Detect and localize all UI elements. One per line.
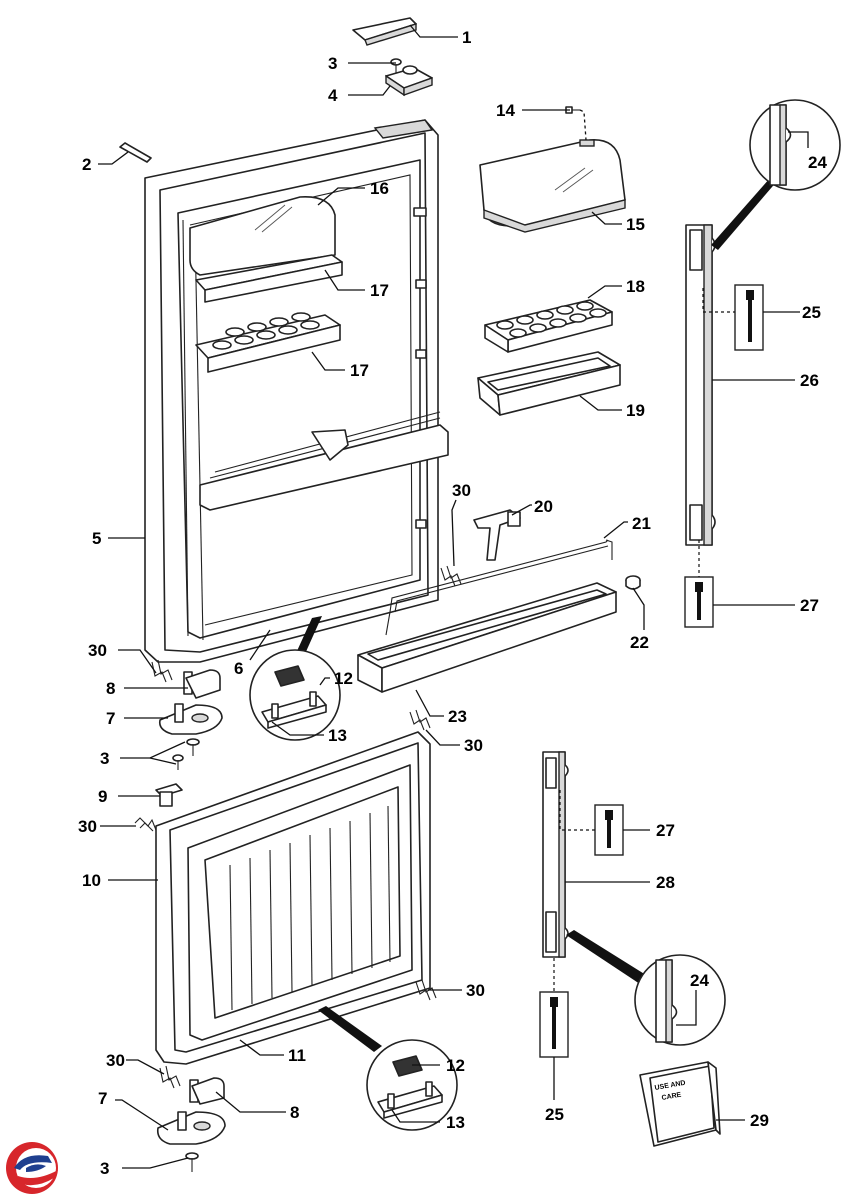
zoom-detail-lower [318, 1006, 458, 1131]
part-30-clip-b [134, 817, 157, 832]
part-17-egg-shelf [195, 312, 341, 373]
callout-11: 11 [288, 1046, 306, 1065]
zoom-detail-upper [249, 616, 341, 741]
callout-27-upper: 27 [800, 596, 819, 615]
callout-21: 21 [632, 514, 651, 533]
part-30-clip-f [159, 1065, 181, 1089]
callout-15: 15 [626, 215, 645, 234]
callout-25-lower: 25 [545, 1105, 564, 1124]
callout-2: 2 [82, 155, 91, 174]
callout-30-upper-left: 30 [88, 641, 107, 660]
part-27-screw-upper [684, 576, 714, 628]
callout-30-freezer-right: 30 [466, 981, 485, 1000]
callout-14: 14 [496, 101, 515, 120]
callout-13-lower: 13 [446, 1113, 465, 1132]
callout-26: 26 [800, 371, 819, 390]
part-10-freezer-door [155, 731, 431, 1065]
callout-4: 4 [328, 86, 338, 105]
callout-13-upper: 13 [328, 726, 347, 745]
part-19-door-shelf [477, 351, 621, 416]
part-9-middle-hinge [155, 783, 183, 807]
callout-17-upper: 17 [370, 281, 389, 300]
zoom-detail-handle-top [711, 99, 841, 250]
part-23-lower-bin [357, 582, 617, 693]
part-30-clip-c [409, 709, 431, 731]
callout-7-lower: 7 [98, 1089, 107, 1108]
part-7-hinge-lower [156, 1111, 226, 1145]
leader-lines [98, 24, 809, 1169]
brand-logo [6, 1142, 58, 1194]
callout-16: 16 [370, 179, 389, 198]
callout-8-lower: 8 [290, 1103, 299, 1122]
part-2-pin [119, 142, 152, 163]
part-30-clip-e [440, 565, 462, 587]
part-18-egg-tray [484, 299, 613, 353]
callout-30-mid: 30 [452, 481, 471, 500]
part-7-hinge-upper [158, 703, 223, 735]
callout-30-lower-left: 30 [106, 1051, 125, 1070]
callout-17-lower: 17 [350, 361, 369, 380]
part-17-upper-shelf [195, 254, 343, 303]
part-3-screw-lower [185, 1152, 199, 1172]
callout-9: 9 [98, 787, 107, 806]
callout-3-bottom: 3 [100, 1159, 109, 1178]
callout-30-left: 30 [78, 817, 97, 836]
part-4-top-hinge [385, 65, 433, 97]
part-25-screw-lower [539, 991, 569, 1058]
booklet-title-line2: CARE [661, 1092, 682, 1102]
callout-labels: 1 3 4 14 2 24 16 15 18 17 25 17 26 19 30… [78, 28, 827, 1178]
callout-3-top: 3 [328, 54, 337, 73]
part-20-bottle-retainer [473, 509, 521, 561]
callout-3-middle: 3 [100, 749, 109, 768]
callout-8-upper: 8 [106, 679, 115, 698]
part-28-lower-handle [542, 751, 569, 958]
callout-5: 5 [92, 529, 101, 548]
part-15-dairy-compartment [479, 139, 626, 233]
zoom-detail-handle-bottom [566, 930, 726, 1046]
part-27-screw-lower [594, 804, 624, 856]
callout-10: 10 [82, 871, 101, 890]
callout-12-lower: 12 [446, 1056, 465, 1075]
callout-27-lower: 27 [656, 821, 675, 840]
callout-23: 23 [448, 707, 467, 726]
callout-1: 1 [462, 28, 471, 47]
part-26-upper-handle [685, 224, 716, 546]
callout-7-upper: 7 [106, 709, 115, 728]
callout-28: 28 [656, 873, 675, 892]
callout-18: 18 [626, 277, 645, 296]
callout-24-lower: 24 [690, 971, 709, 990]
callout-30-freezer-top: 30 [464, 736, 483, 755]
callout-6: 6 [234, 659, 243, 678]
part-25-screw-upper [734, 284, 764, 351]
part-22-cap [625, 575, 641, 590]
callout-29: 29 [750, 1111, 769, 1130]
part-8-hinge-pin-upper [183, 669, 221, 699]
callout-22: 22 [630, 633, 649, 652]
part-29-use-and-care-booklet: USE AND CARE [639, 1061, 721, 1147]
callout-25-upper: 25 [802, 303, 821, 322]
part-3-screws-middle [172, 738, 200, 770]
door-lower-shelf [199, 411, 449, 511]
callout-24-upper: 24 [808, 153, 827, 172]
part-21-rail [385, 539, 613, 636]
callout-20: 20 [534, 497, 553, 516]
callout-12-upper: 12 [334, 669, 353, 688]
callout-19: 19 [626, 401, 645, 420]
part-8-hinge-pin-lower [189, 1077, 225, 1105]
part-16-dairy-cover [189, 196, 336, 276]
part-1-hinge-cover [352, 17, 417, 46]
